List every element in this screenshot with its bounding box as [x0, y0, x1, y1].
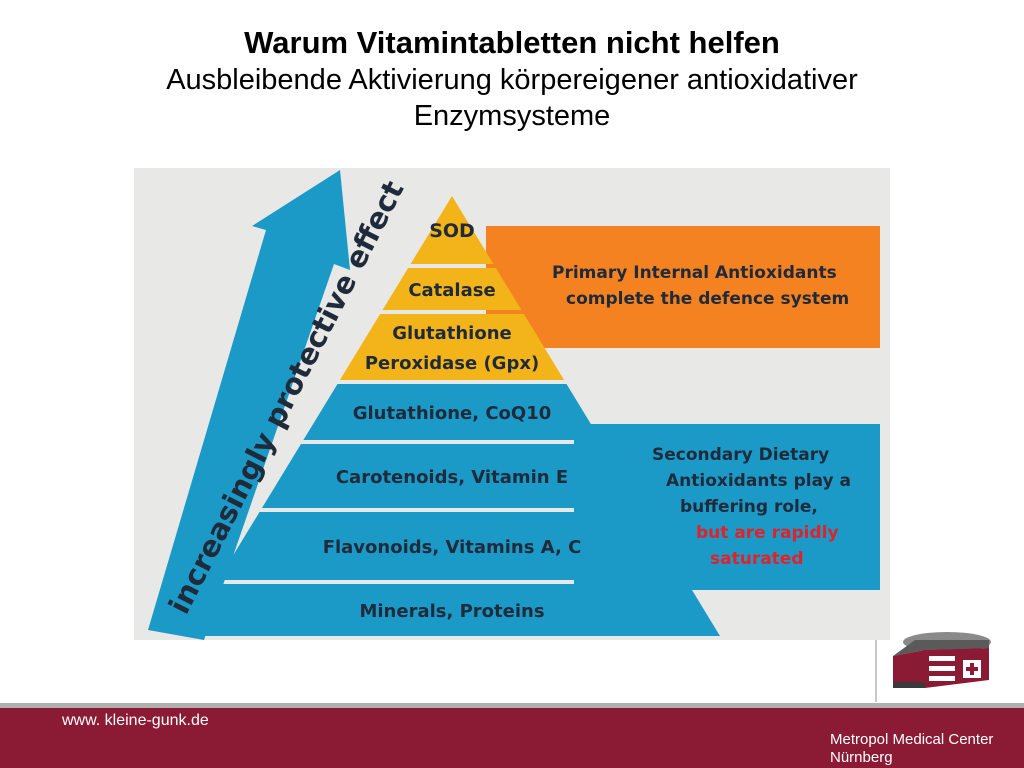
secondary-box-line5: saturated — [710, 549, 804, 569]
pyramid-tier-4-label: Glutathione, CoQ10 — [353, 403, 552, 424]
footer-top-line — [0, 703, 1024, 708]
pyramid-tier-3 — [339, 314, 565, 380]
clinic-logo-icon — [893, 632, 991, 688]
primary-box-line2: complete the defence system — [566, 289, 849, 309]
footer-divider — [875, 640, 877, 702]
pyramid-tier-3-label: Glutathione — [392, 323, 512, 344]
secondary-box-line3: buffering role, — [680, 497, 818, 517]
pyramid-tier-1 — [410, 196, 494, 264]
primary-antioxidants-box — [486, 226, 880, 348]
secondary-box-line4: but are rapidly — [696, 523, 839, 543]
pyramid-tier-6 — [218, 512, 686, 580]
secondary-box-line1: Secondary Dietary — [652, 445, 829, 465]
pyramid-tier-2-label: Catalase — [408, 280, 495, 301]
secondary-box-line2: Antioxidants play a — [666, 471, 851, 491]
pyramid-svg: increasingly protective effect Primary I… — [148, 170, 880, 640]
pyramid-tier-7-label: Minerals, Proteins — [359, 601, 544, 622]
antioxidant-pyramid-diagram: increasingly protective effect Primary I… — [134, 168, 890, 640]
pyramid-tier-2 — [382, 268, 522, 310]
footer-org-line1: Metropol Medical Center — [830, 731, 994, 748]
pyramid-tier-3-label: Peroxidase (Gpx) — [365, 353, 539, 374]
pyramid-tier-6-label: Flavonoids, Vitamins A, C — [323, 537, 582, 558]
primary-box-line1: Primary Internal Antioxidants — [552, 263, 837, 283]
protective-effect-arrow — [148, 170, 350, 640]
slide-title-block: Warum Vitamintabletten nicht helfen Ausb… — [0, 24, 1024, 134]
pyramid-tier-7 — [184, 584, 720, 636]
slide-title: Warum Vitamintabletten nicht helfen — [244, 25, 780, 60]
pyramid-tier-5 — [261, 444, 643, 508]
pyramid-tier-1-label: SOD — [429, 220, 475, 242]
slide-subtitle-line2: Enzymsysteme — [413, 100, 611, 132]
pyramid-tier-4 — [303, 384, 601, 440]
footer-org-line2: Nürnberg — [830, 749, 893, 766]
footer-url-link[interactable]: www. kleine-gunk.de — [62, 712, 209, 729]
footer-organization: Metropol Medical Center Nürnberg — [830, 731, 993, 767]
footer-bar — [0, 703, 1024, 768]
pyramid-tier-5-label: Carotenoids, Vitamin E — [336, 467, 568, 488]
slide-subtitle-line1: Ausbleibende Aktivierung körpereigener a… — [166, 64, 858, 96]
